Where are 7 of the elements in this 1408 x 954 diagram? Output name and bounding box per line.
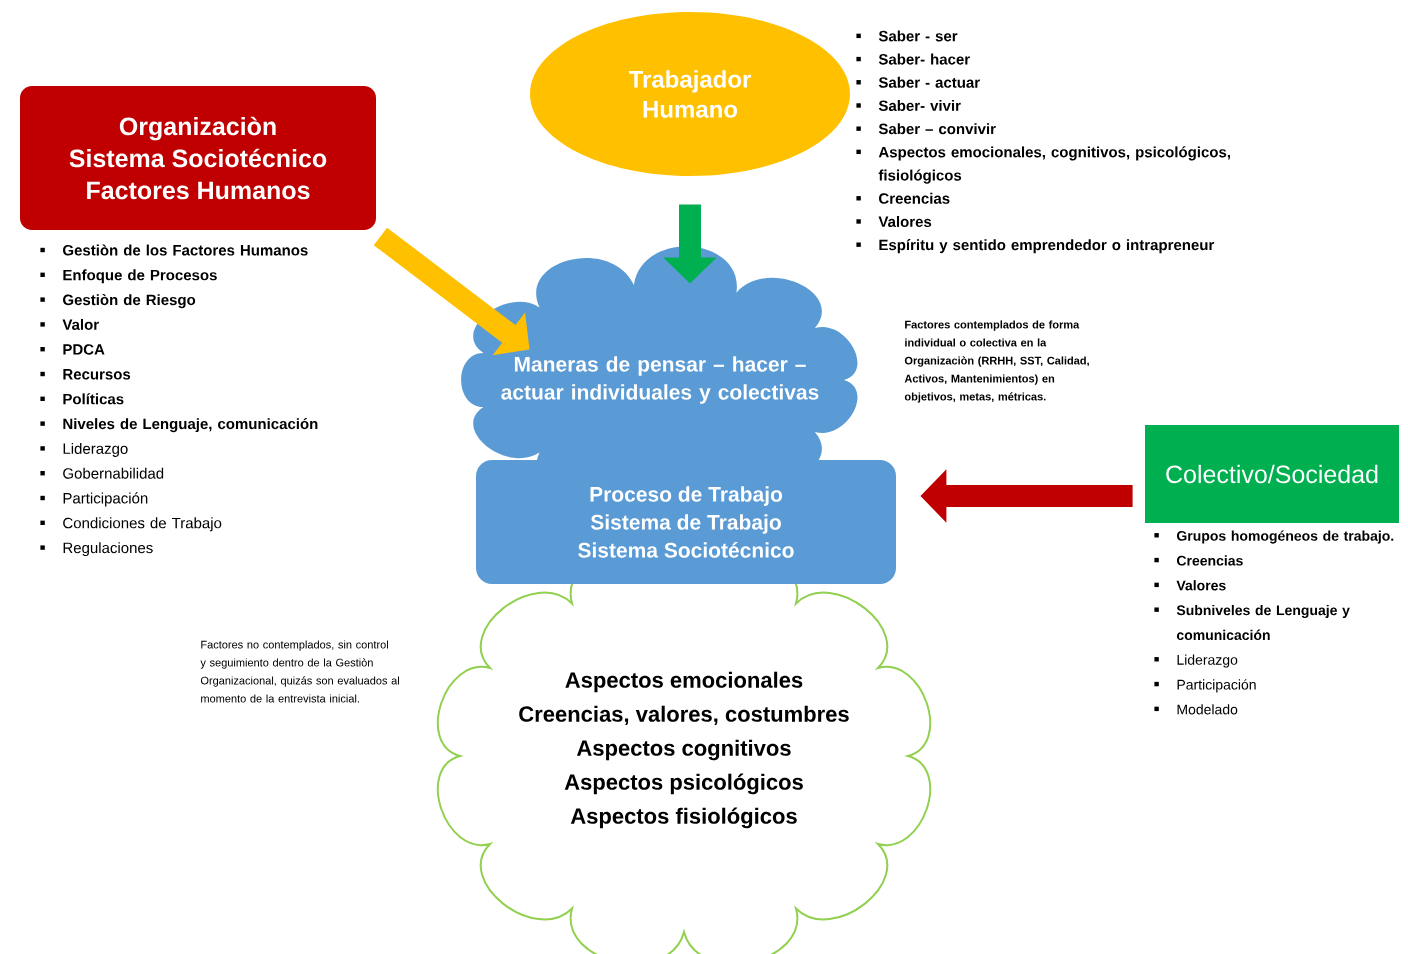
process-box: Proceso de Trabajo Sistema de Trabajo Sistema Sociotécnico [476, 460, 896, 584]
node-label: Maneras de pensar – hacer – actuar individuales y colectivas [501, 356, 819, 404]
node-label: Sistema de Trabajo [590, 514, 781, 534]
node-label: Proceso de Trabajo [590, 486, 783, 506]
header-box: Colectivo/Sociedad [1145, 425, 1399, 523]
node-label: Sistema Sociotécnico [578, 542, 794, 558]
header-box: Organizaciòn Sistema Sociotécnico Factores Humanos [20, 86, 376, 230]
